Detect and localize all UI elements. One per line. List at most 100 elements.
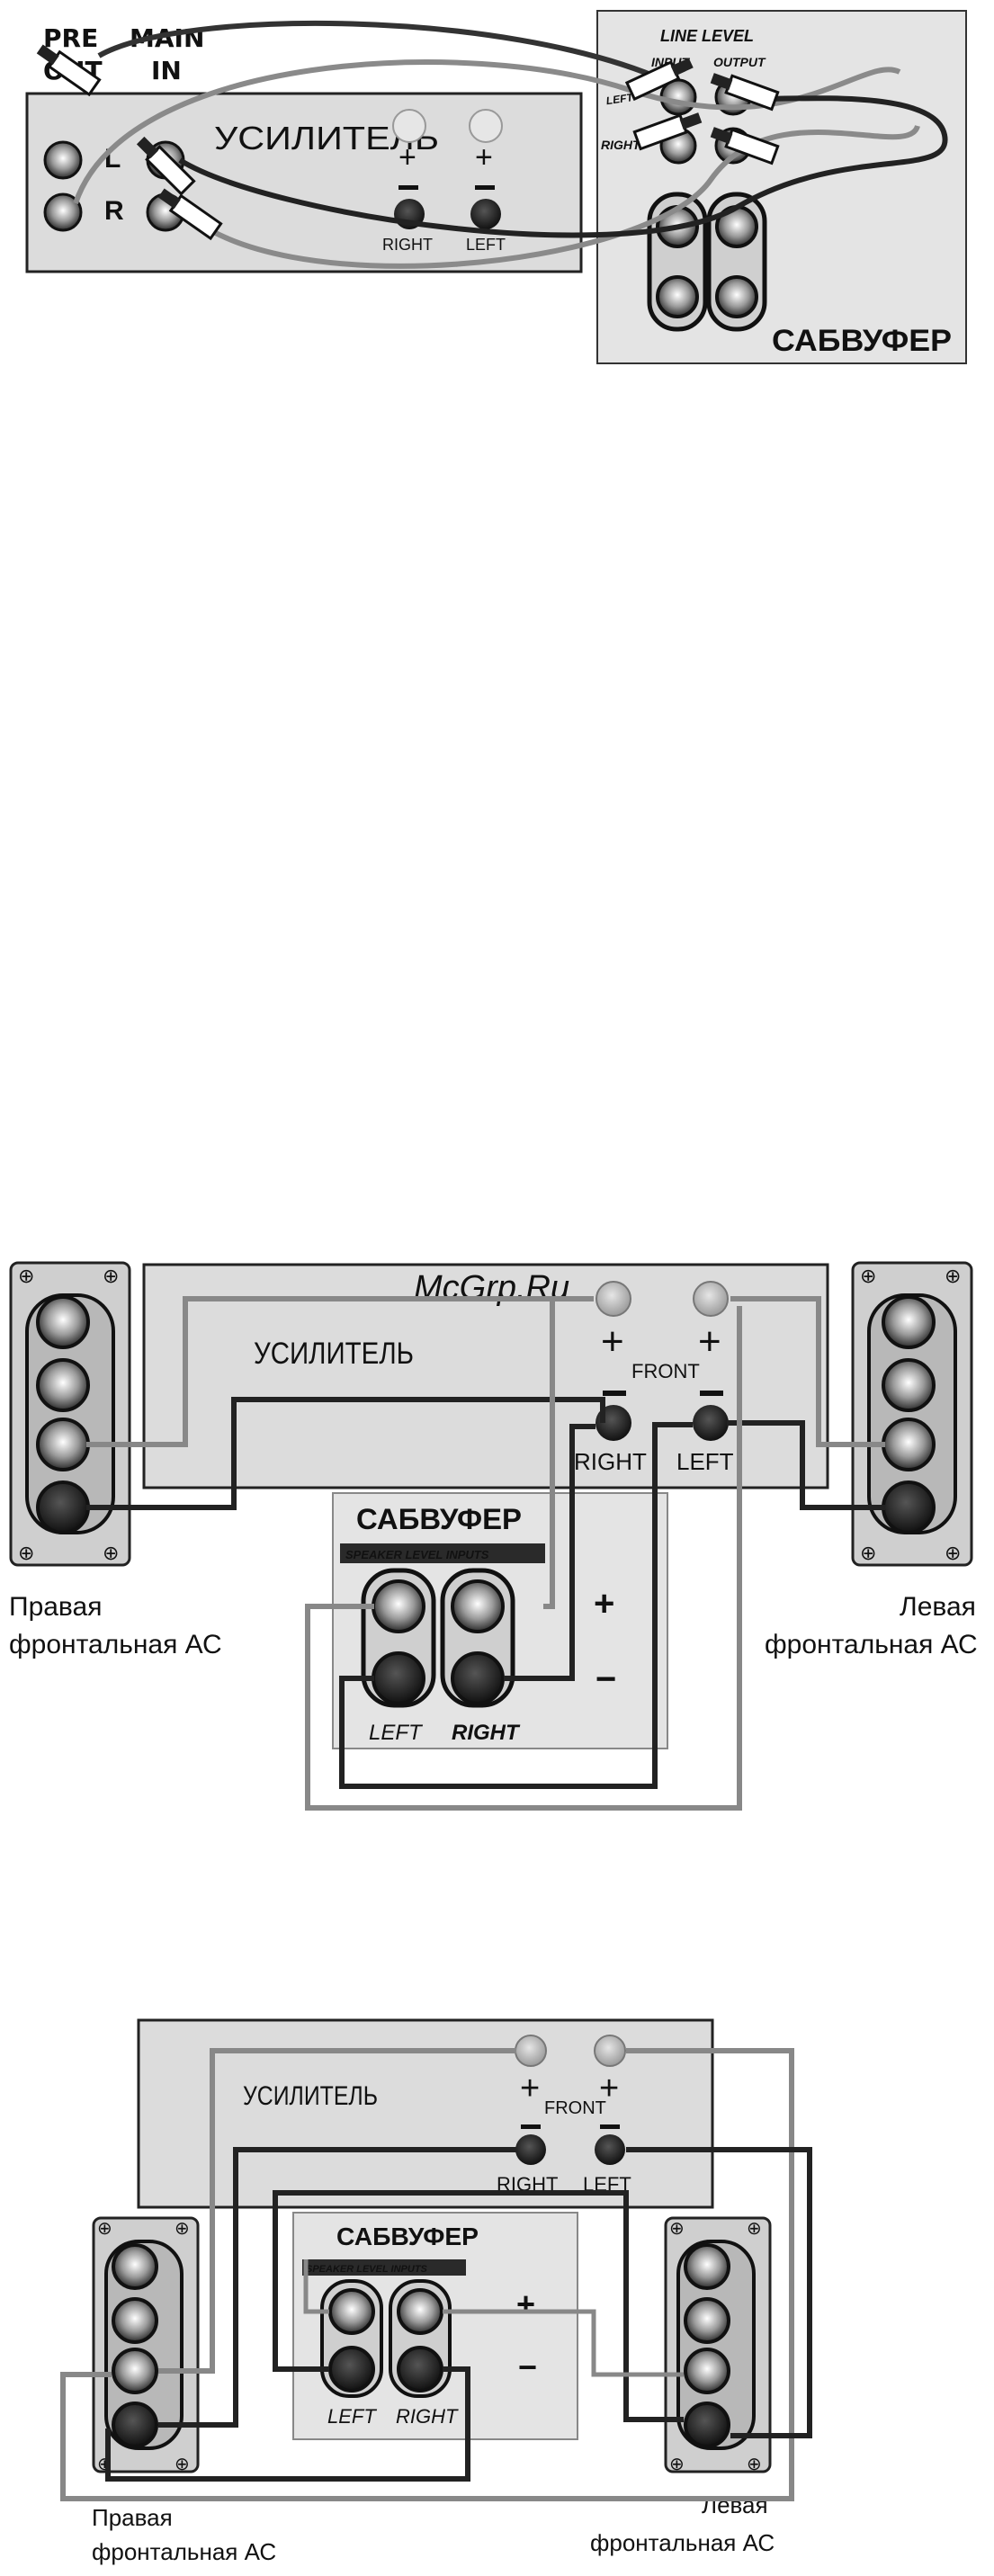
svg-text:⊕: ⊕ — [747, 2219, 762, 2239]
rca-plug — [624, 58, 694, 102]
svg-text:⊕: ⊕ — [175, 2455, 190, 2474]
subwoofer-label: САБВУФЕР — [772, 324, 952, 358]
rca-plug — [136, 136, 196, 196]
front-label: FRONT — [631, 1360, 700, 1382]
plus-sign: + — [520, 2070, 540, 2107]
svg-text:⊕: ⊕ — [669, 2455, 685, 2474]
wire-grey — [543, 1296, 594, 1609]
sub-minus-label: − — [518, 2348, 537, 2385]
front-label: FRONT — [544, 2098, 606, 2118]
rca-plug — [157, 188, 223, 241]
speaker-inputs-label: SPEAKER LEVEL INPUTS — [306, 2264, 428, 2275]
r-channel-label: R — [104, 196, 124, 226]
minus-sign — [603, 1391, 626, 1396]
svg-text:⊕: ⊕ — [747, 2455, 762, 2474]
diagram-speaker-level-a: McGrp.Ru УСИЛИТЕЛЬ + + FRONT RIGHT LEFT … — [9, 1261, 978, 1811]
svg-text:⊕: ⊕ — [103, 1542, 119, 1564]
wire-dark — [273, 2190, 684, 2422]
plus-sign: + — [599, 2070, 619, 2107]
amp-right-plus-terminal — [515, 2035, 547, 2067]
svg-text:⊕: ⊕ — [860, 1542, 876, 1564]
amp-left-plus-terminal — [469, 109, 503, 143]
rca-plug — [632, 112, 703, 151]
speaker-inputs-tag — [340, 1543, 545, 1563]
sub-left-label: LEFT — [605, 91, 635, 107]
amplifier-label: УСИЛИТЕЛЬ — [243, 2081, 378, 2111]
sub-left-label: LEFT — [327, 2405, 377, 2428]
wire-grey — [60, 2048, 794, 2501]
sub-plus-label: + — [594, 1584, 614, 1623]
sub-right-label: RIGHT — [396, 2405, 459, 2428]
sub-speaker-terminals — [361, 1568, 515, 1708]
rca-plug — [710, 73, 780, 112]
sub-right-label: RIGHT — [601, 138, 641, 152]
left-speaker-label-1: Левая — [702, 2491, 768, 2518]
right-speaker-label-1: Правая — [92, 2504, 173, 2531]
cable-dark — [97, 20, 667, 84]
plus-sign: + — [601, 1319, 624, 1364]
diagram-speaker-level-b: УСИЛИТЕЛЬ + + FRONT RIGHT LEFT САБВУФЕР … — [60, 2018, 812, 2565]
wire-dark — [86, 1397, 605, 1510]
svg-text:⊕: ⊕ — [103, 1265, 119, 1287]
minus-sign — [521, 2124, 541, 2129]
sub-speaker-terminals — [320, 2279, 452, 2398]
wire-dark — [105, 2366, 470, 2482]
left-speaker: ⊕ ⊕ ⊕ ⊕ — [664, 2216, 772, 2474]
plus-sign: + — [698, 1319, 721, 1364]
svg-text:⊕: ⊕ — [175, 2219, 190, 2239]
subwoofer-label: САБВУФЕР — [356, 1503, 522, 1535]
wire-grey — [158, 2048, 516, 2374]
amp-left-minus-terminal — [693, 1405, 729, 1441]
minus-sign — [600, 2124, 620, 2129]
cable-dark-lower — [178, 95, 948, 238]
left-speaker-label-2: фронтальная АС — [590, 2529, 775, 2556]
plus-sign: + — [398, 140, 416, 174]
plus-sign: + — [475, 140, 493, 174]
pre-out-label-1: PRE — [43, 23, 98, 53]
amp-right-minus-terminal — [515, 2134, 546, 2165]
output-label: OUTPUT — [713, 55, 766, 69]
main-in-label-2: IN — [151, 56, 182, 85]
wire-dark — [158, 2147, 516, 2428]
wire-grey — [443, 2309, 684, 2377]
sub-left-label: LEFT — [369, 1721, 424, 1745]
svg-text:⊕: ⊕ — [18, 1265, 34, 1287]
amp-right-plus-terminal — [596, 1281, 631, 1317]
left-label: LEFT — [676, 1448, 734, 1475]
cable-grey — [73, 59, 901, 204]
wire-dark — [504, 1424, 596, 1681]
amp-left-minus-terminal — [470, 199, 501, 229]
right-speaker-label-1: Правая — [9, 1592, 102, 1622]
sub-minus-label: − — [596, 1659, 616, 1699]
left-terminal-label: LEFT — [466, 236, 506, 254]
amp-right-plus-terminal — [392, 109, 426, 143]
wire-grey — [730, 1296, 885, 1447]
left-speaker-label-1: Левая — [900, 1592, 976, 1622]
amp-left-plus-terminal — [693, 1281, 729, 1317]
pre-out-l-jack — [43, 140, 83, 180]
wire-grey — [305, 1306, 742, 1811]
right-speaker: ⊕ ⊕ ⊕ ⊕ — [92, 2216, 200, 2474]
right-label: RIGHT — [574, 1448, 647, 1475]
svg-text:⊕: ⊕ — [669, 2219, 685, 2239]
right-speaker-label-2: фронтальная АС — [9, 1630, 222, 1659]
line-level-label: LINE LEVEL — [660, 27, 754, 45]
minus-sign — [700, 1391, 723, 1396]
minus-sign — [475, 185, 495, 190]
rca-plug — [36, 44, 102, 97]
wire-dark — [339, 1422, 693, 1789]
speaker-inputs-tag — [302, 2259, 466, 2276]
wire-dark — [626, 2147, 812, 2438]
cable-grey-lower — [177, 124, 920, 269]
pre-out-r-jack — [43, 192, 83, 232]
svg-text:⊕: ⊕ — [18, 1542, 34, 1564]
amp-left-minus-terminal — [595, 2134, 625, 2165]
minus-sign — [398, 185, 418, 190]
svg-text:⊕: ⊕ — [945, 1265, 961, 1287]
amplifier-label: УСИЛИТЕЛЬ — [254, 1337, 414, 1371]
wire-grey — [86, 1296, 594, 1447]
right-speaker: ⊕ ⊕ ⊕ ⊕ — [9, 1261, 131, 1567]
sub-plus-label: + — [516, 2285, 535, 2322]
sub-right-label: RIGHT — [452, 1721, 521, 1745]
